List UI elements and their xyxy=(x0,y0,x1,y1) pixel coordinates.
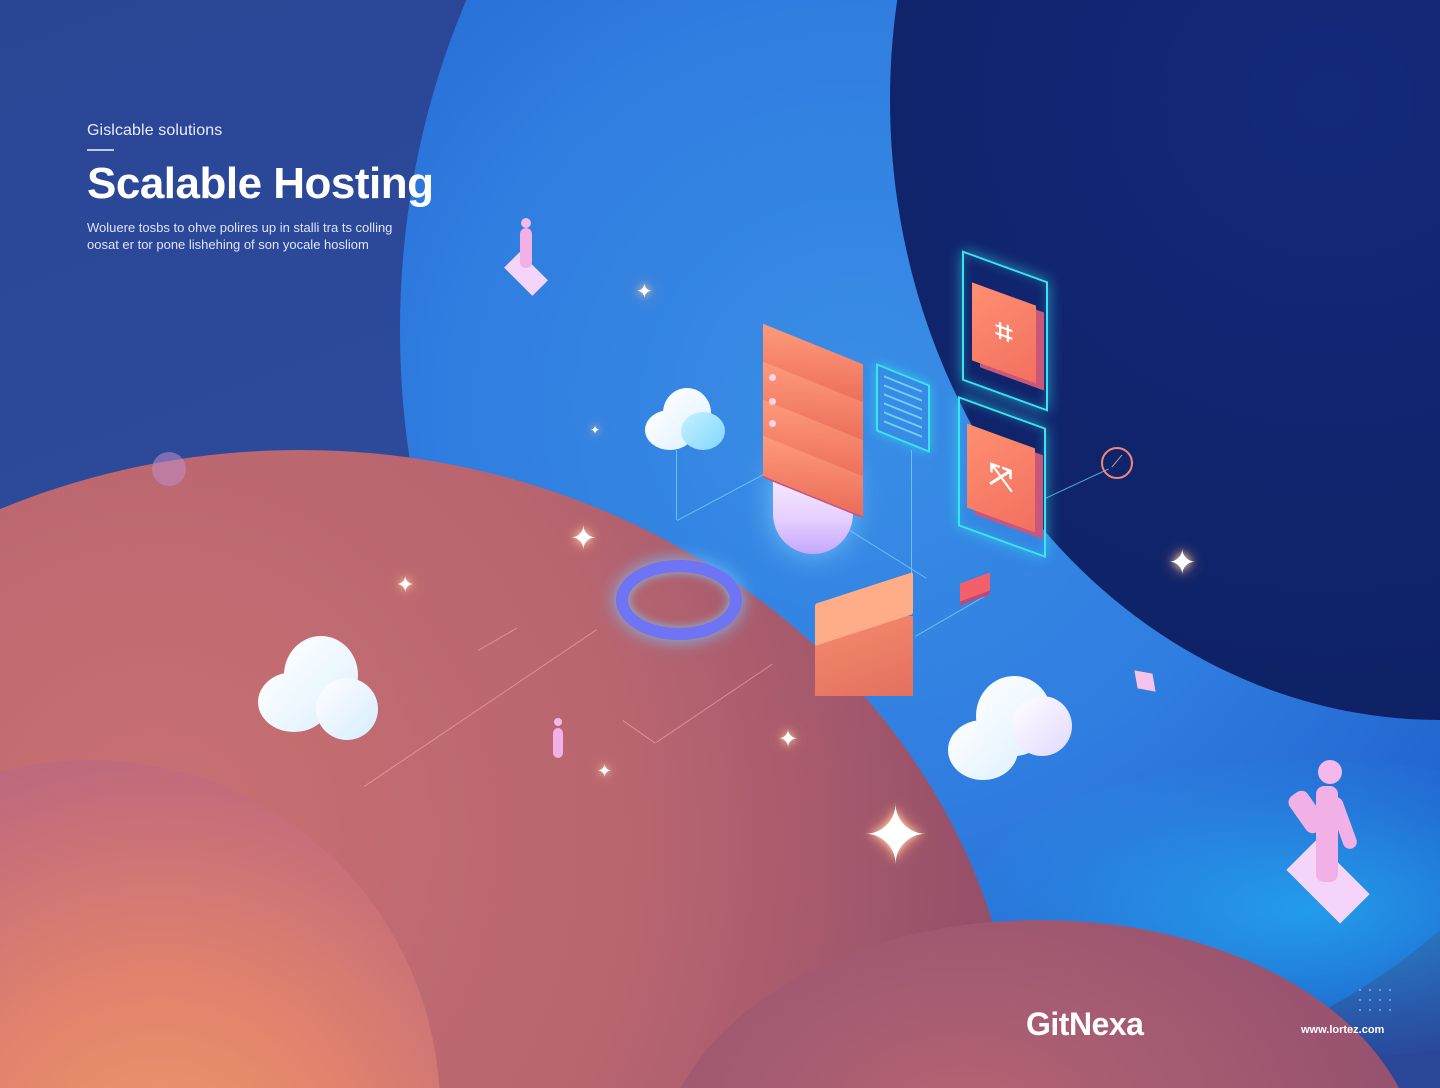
subtitle-line: Woluere tosbs to ohve polires up in stal… xyxy=(87,220,393,235)
background-bubble xyxy=(152,452,186,486)
connector-line xyxy=(915,596,985,637)
brand-logo: GitNexa xyxy=(1026,1006,1144,1042)
server-led xyxy=(769,420,776,427)
connector-line xyxy=(364,629,597,787)
sparkle-icon: ✦ xyxy=(1168,544,1197,582)
sparkle-icon: ✦ xyxy=(778,726,799,753)
connector-line xyxy=(911,450,912,580)
sparkle-icon: ✦ xyxy=(862,791,930,880)
person-figure xyxy=(500,216,554,296)
person-figure xyxy=(1278,760,1378,924)
connector-line xyxy=(622,720,656,744)
sparkle-icon: ✦ xyxy=(570,520,597,556)
hero-text: Gislcable solutions Scalable Hosting Wol… xyxy=(87,122,434,253)
connector-line xyxy=(656,663,773,743)
eyebrow-divider xyxy=(87,149,114,151)
cloud-icon xyxy=(258,636,378,748)
cloud-icon xyxy=(948,676,1072,782)
connector-line xyxy=(676,450,677,520)
sparkle-icon: ✦ xyxy=(636,281,653,303)
connector-line xyxy=(677,468,775,521)
server-led xyxy=(769,374,776,381)
sparkle-icon: ✦ xyxy=(590,423,601,437)
person-figure xyxy=(546,718,570,762)
package-box xyxy=(815,572,913,698)
connector-line xyxy=(849,530,927,579)
eyebrow-label: Gislcable solutions xyxy=(87,122,223,139)
connector-line xyxy=(1045,468,1109,499)
cloud-icon xyxy=(645,388,725,460)
page-title: Scalable Hosting xyxy=(87,159,434,208)
badge-circle-icon: ⟋ xyxy=(1101,447,1133,479)
dot-grid-decoration xyxy=(1355,985,1397,1013)
hero-subtitle: Woluere tosbs to ohve polires up in stal… xyxy=(87,219,427,253)
server-stack xyxy=(763,323,863,554)
sparkle-icon: ✦ xyxy=(396,572,415,597)
portal-ring xyxy=(616,560,742,640)
chip-block xyxy=(960,572,990,602)
sparkle-icon: ✦ xyxy=(597,761,613,781)
connector-line xyxy=(478,627,518,651)
server-led xyxy=(769,398,776,405)
subtitle-line: oosat er tor pone lishehing of son yocal… xyxy=(87,237,369,252)
website-link[interactable]: www.lortez.com xyxy=(1301,1024,1385,1036)
text-panel xyxy=(876,363,930,453)
diamond-icon xyxy=(1127,663,1163,699)
